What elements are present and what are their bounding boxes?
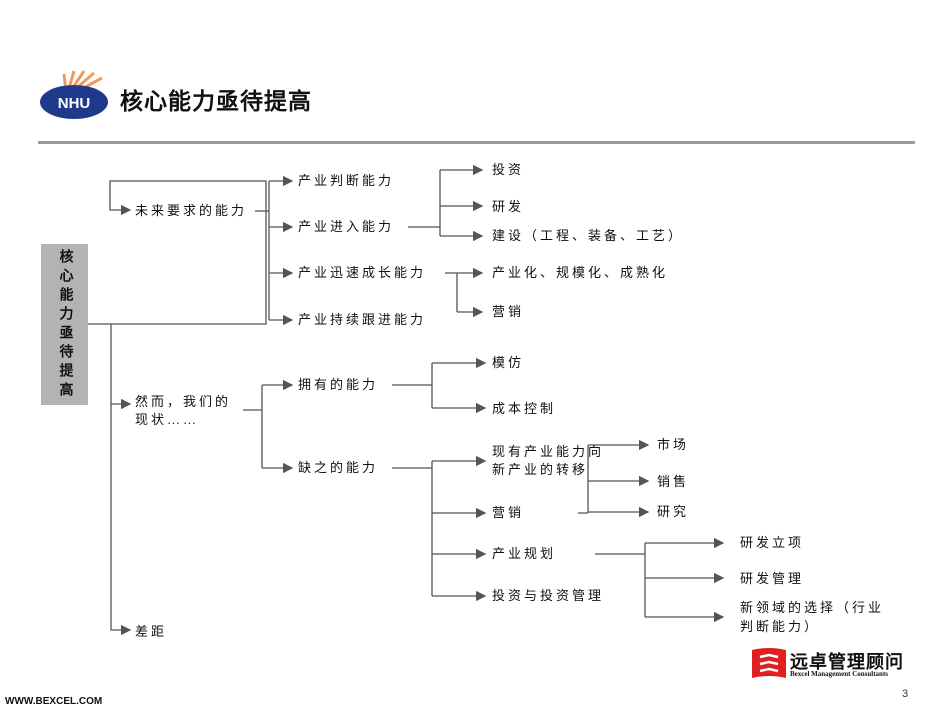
page-number: 3 (902, 688, 909, 700)
root-label: 核心能力亟待提高 (57, 248, 73, 401)
node-new-field-line1: 新领域的选择（行业 (740, 600, 885, 615)
bexcel-logo-mark (752, 648, 786, 678)
node-research: 研究 (657, 504, 690, 519)
node-current-line2: 现状…… (135, 412, 200, 427)
node-sales: 销售 (657, 474, 690, 489)
node-entry: 产业进入能力 (298, 219, 395, 234)
svg-text:NHU: NHU (58, 95, 91, 112)
title-divider (38, 141, 915, 144)
node-rd-project: 研发立项 (740, 535, 805, 550)
node-future: 未来要求的能力 (135, 203, 248, 218)
node-followup: 产业持续跟进能力 (298, 312, 427, 327)
root-node: 核心能力亟待提高 (41, 244, 88, 405)
node-imitation: 模仿 (492, 355, 525, 370)
footer-url[interactable]: WWW.BEXCEL.COM (5, 696, 103, 707)
node-gap: 差距 (135, 624, 168, 639)
node-construction: 建设（工程、装备、工艺） (492, 228, 685, 243)
node-have: 拥有的能力 (298, 377, 379, 392)
node-judgement: 产业判断能力 (298, 173, 395, 188)
bexcel-logo: 远卓管理顾问 Bexcel Management Consultants (752, 648, 912, 682)
node-new-field-line2: 判断能力） (740, 619, 821, 634)
node-rd-mgmt: 研发管理 (740, 571, 805, 586)
brand-cn: 远卓管理顾问 (790, 652, 904, 672)
node-marketing-2: 营销 (492, 505, 525, 520)
node-industrialize: 产业化、规模化、成熟化 (492, 265, 669, 280)
node-marketing-1: 营销 (492, 304, 525, 319)
nhu-logo: NHU (40, 70, 108, 119)
node-current-line1: 然而，我们的 (135, 394, 232, 409)
node-market: 市场 (657, 437, 690, 452)
node-planning: 产业规划 (492, 546, 557, 561)
node-invest-mgmt: 投资与投资管理 (492, 588, 605, 603)
node-rd: 研发 (492, 199, 525, 214)
node-investment: 投资 (492, 162, 525, 177)
node-cost-control: 成本控制 (492, 401, 557, 416)
node-transfer-line2: 新产业的转移 (492, 462, 589, 477)
node-lack: 缺之的能力 (298, 460, 379, 475)
node-transfer-line1: 现有产业能力向 (492, 444, 605, 459)
brand-en: Bexcel Management Consultants (790, 670, 888, 678)
node-growth: 产业迅速成长能力 (298, 265, 427, 280)
page-title: 核心能力亟待提高 (120, 89, 312, 114)
